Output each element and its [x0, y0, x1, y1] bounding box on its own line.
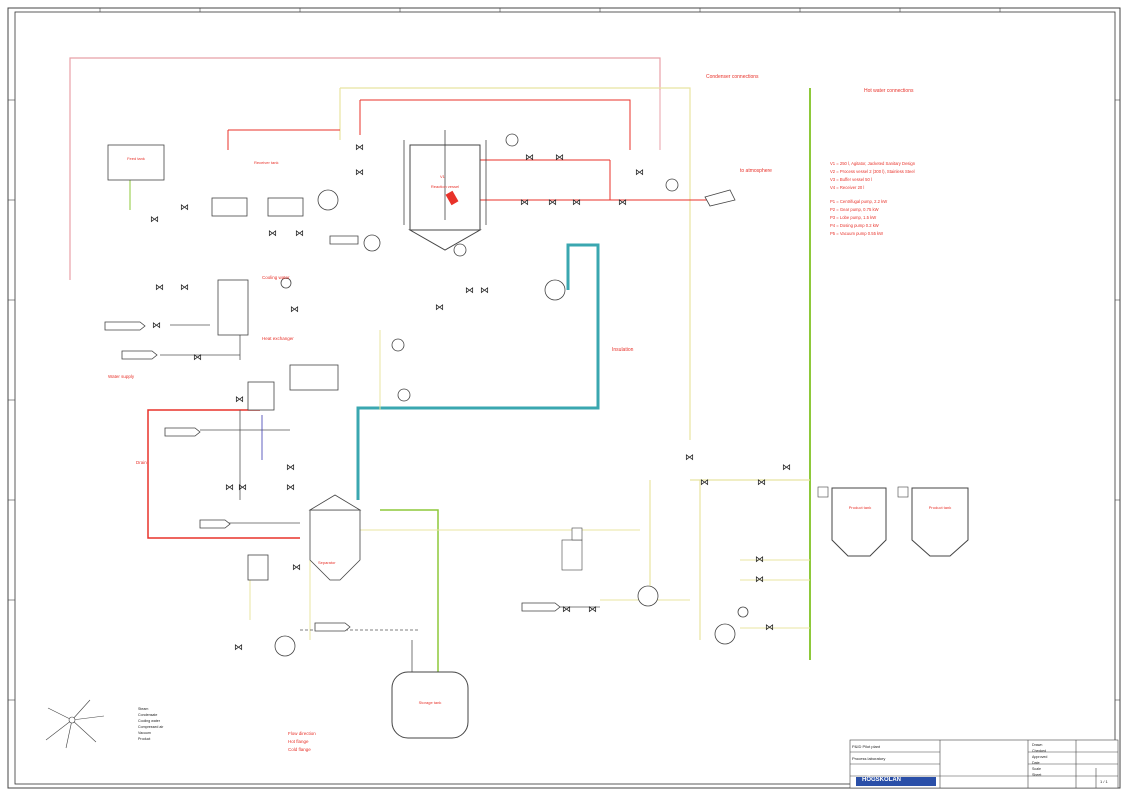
legend-list: Steam Condensate Cooling water Compresse… — [138, 706, 163, 742]
storage-tank — [391, 671, 469, 739]
title-row: Date — [1032, 761, 1040, 765]
svg-text:⋈: ⋈ — [292, 563, 301, 573]
svg-text:⋈: ⋈ — [572, 198, 581, 208]
note-line: P3 = Lobe pump, 1.5 kW — [830, 215, 877, 220]
legend-red-item: Cold flange — [288, 747, 311, 752]
svg-text:⋈: ⋈ — [755, 575, 764, 585]
svg-text:⋈: ⋈ — [755, 555, 764, 565]
heat-exchanger — [217, 279, 249, 336]
title-row: Checked — [1032, 749, 1047, 753]
sheet-number: 1 / 1 — [1100, 779, 1108, 784]
drawing-title: P&ID Pilot plant — [852, 744, 881, 749]
label-water-supply: Water supply — [108, 374, 135, 379]
svg-text:⋈: ⋈ — [618, 198, 627, 208]
note-line: P4 = Dosing pump 0.2 kW — [830, 223, 879, 228]
svg-text:⋈: ⋈ — [555, 153, 564, 163]
svg-text:⋈: ⋈ — [435, 303, 444, 313]
note-line: P5 = Vacuum pump 0.55 kW — [830, 231, 884, 236]
svg-text:⋈: ⋈ — [355, 143, 364, 153]
label-to-atmosphere: to atmosphere — [740, 168, 772, 174]
svg-text:⋈: ⋈ — [150, 215, 159, 225]
label-hot-water: Hot water connections — [864, 88, 914, 94]
title-block-frame — [849, 739, 1119, 789]
legend-symbol — [45, 699, 105, 749]
svg-text:⋈: ⋈ — [480, 286, 489, 296]
svg-text:⋈: ⋈ — [588, 605, 597, 615]
svg-text:⋈: ⋈ — [193, 353, 202, 363]
svg-text:⋈: ⋈ — [757, 478, 766, 488]
svg-text:⋈: ⋈ — [295, 229, 304, 239]
vessel-product1-label: Product tank — [848, 505, 872, 510]
svg-text:⋈: ⋈ — [234, 643, 243, 653]
label-insulation: Insulation — [612, 347, 634, 353]
svg-text:⋈: ⋈ — [562, 605, 571, 615]
title-row: Sheet — [1032, 773, 1042, 777]
label-cooling-water: Cooling water — [262, 275, 290, 280]
svg-text:⋈: ⋈ — [520, 198, 529, 208]
equipment-notes: V1 = 250 l, Agitator, Jacketed Sanitary … — [830, 160, 1090, 238]
svg-text:⋈: ⋈ — [700, 478, 709, 488]
vessel-separator-label: Separator — [318, 560, 336, 565]
feed-tank — [107, 144, 165, 181]
vessel-feed-label: Feed tank — [127, 156, 145, 161]
title-rows: Drawn Checked Approved Date Scale Sheet — [1032, 742, 1047, 778]
svg-text:⋈: ⋈ — [635, 168, 644, 178]
separator — [308, 494, 362, 581]
legend-red-item: Hot flange — [288, 739, 309, 744]
legend-item: Cooling water — [138, 719, 160, 723]
vessel-product2-label: Product tank — [928, 505, 952, 510]
svg-text:⋈: ⋈ — [180, 203, 189, 213]
title-row: Drawn — [1032, 743, 1043, 747]
vessel-reactor-label: Reaction vessel — [430, 184, 460, 189]
note-line: P2 = Gear pump, 0.75 kW — [830, 207, 879, 212]
legend-item: Steam — [138, 707, 149, 711]
svg-text:⋈: ⋈ — [465, 286, 474, 296]
svg-text:⋈: ⋈ — [268, 229, 277, 239]
note-line: V3 = Buffer vessel 50 l — [830, 177, 872, 182]
label-condenser: Condenser connections — [706, 74, 759, 80]
svg-text:⋈: ⋈ — [685, 453, 694, 463]
svg-text:⋈: ⋈ — [765, 623, 774, 633]
title-row: Approved — [1032, 755, 1048, 759]
note-line: V2 = Process vessel 2 (300 l), Stainless… — [830, 169, 915, 174]
note-line: V4 = Receiver 20 l — [830, 185, 865, 190]
legend-item: Condensate — [138, 713, 158, 717]
legend-red: Flow direction Hot flange Cold flange — [288, 730, 316, 754]
legend-item: Product — [138, 737, 151, 741]
svg-text:⋈: ⋈ — [286, 463, 295, 473]
svg-text:⋈: ⋈ — [225, 483, 234, 493]
legend-item: Vacuum — [138, 731, 151, 735]
svg-text:⋈: ⋈ — [286, 483, 295, 493]
project-name: Process laboratory — [852, 756, 886, 761]
product-tanks — [817, 486, 969, 557]
reaction-vessel: V1 — [403, 130, 487, 251]
company-name: HÖGSKOLAN — [862, 777, 901, 783]
svg-text:⋈: ⋈ — [782, 463, 791, 473]
label-drain: Drain — [136, 460, 147, 465]
note-line: V1 = 250 l, Agitator, Jacketed Sanitary … — [830, 161, 916, 166]
vessel-receiver-label: Receiver tank — [254, 160, 279, 165]
svg-text:⋈: ⋈ — [525, 153, 534, 163]
label-heat-exchanger: Heat exchanger — [262, 336, 294, 341]
svg-text:⋈: ⋈ — [180, 283, 189, 293]
title-block: P&ID Pilot plant Process laboratory — [852, 741, 885, 765]
note-line: P1 = Centrifugal pump, 2.2 kW — [830, 199, 888, 204]
legend-item: Compressed air — [138, 725, 164, 729]
svg-text:V1: V1 — [440, 174, 446, 179]
vessel-storage-label: Storage tank — [418, 700, 442, 705]
svg-text:⋈: ⋈ — [548, 198, 557, 208]
svg-text:⋈: ⋈ — [155, 283, 164, 293]
svg-text:⋈: ⋈ — [152, 321, 161, 331]
svg-text:⋈: ⋈ — [290, 305, 299, 315]
legend-red-item: Flow direction — [288, 731, 316, 736]
svg-text:⋈: ⋈ — [235, 395, 244, 405]
company-logo — [856, 777, 936, 786]
svg-text:⋈: ⋈ — [238, 483, 247, 493]
svg-text:⋈: ⋈ — [355, 168, 364, 178]
title-row: Scale — [1032, 767, 1041, 771]
